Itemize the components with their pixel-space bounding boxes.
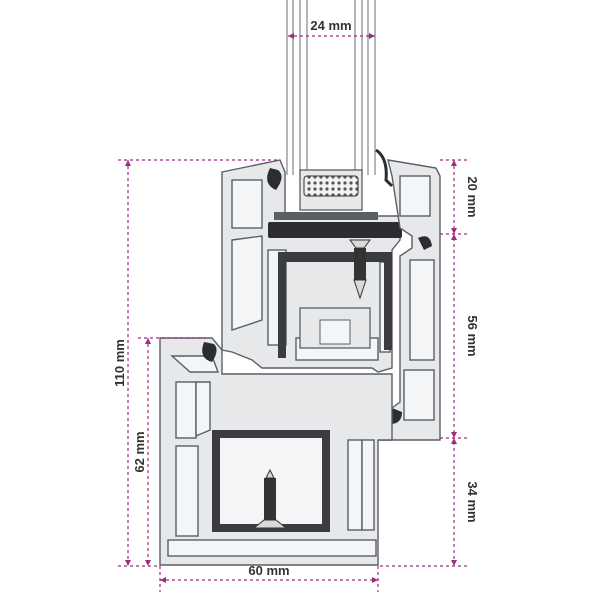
- dim-total-height-label: 110 mm: [112, 339, 127, 387]
- dim-frame-height-label: 62 mm: [132, 431, 147, 472]
- top-gasket: [375, 148, 394, 188]
- dimension-arrows: [125, 33, 457, 583]
- dim-top-seal-label: 20 mm: [465, 176, 480, 217]
- dim-glass-label: 24 mm: [310, 18, 351, 33]
- dim-frame-width-label: 60 mm: [248, 563, 289, 578]
- glass-pane: [286, 0, 376, 175]
- frame-screw: [252, 468, 288, 529]
- desiccant-foam: [303, 175, 359, 197]
- dim-sash-middle-label: 56 mm: [465, 315, 480, 356]
- sash-screw: [349, 239, 371, 300]
- dimension-lines: [118, 35, 468, 592]
- sash-screw-seat-inner: [319, 319, 351, 345]
- glazing-gasket: [268, 222, 402, 238]
- outer-frame-right: [379, 159, 441, 441]
- dim-frame-bottom-label: 34 mm: [465, 481, 480, 522]
- left-gasket-top: [267, 168, 282, 190]
- right-gasket: [418, 236, 432, 250]
- glazing-bead: [274, 212, 378, 220]
- left-gasket-frame: [202, 342, 217, 362]
